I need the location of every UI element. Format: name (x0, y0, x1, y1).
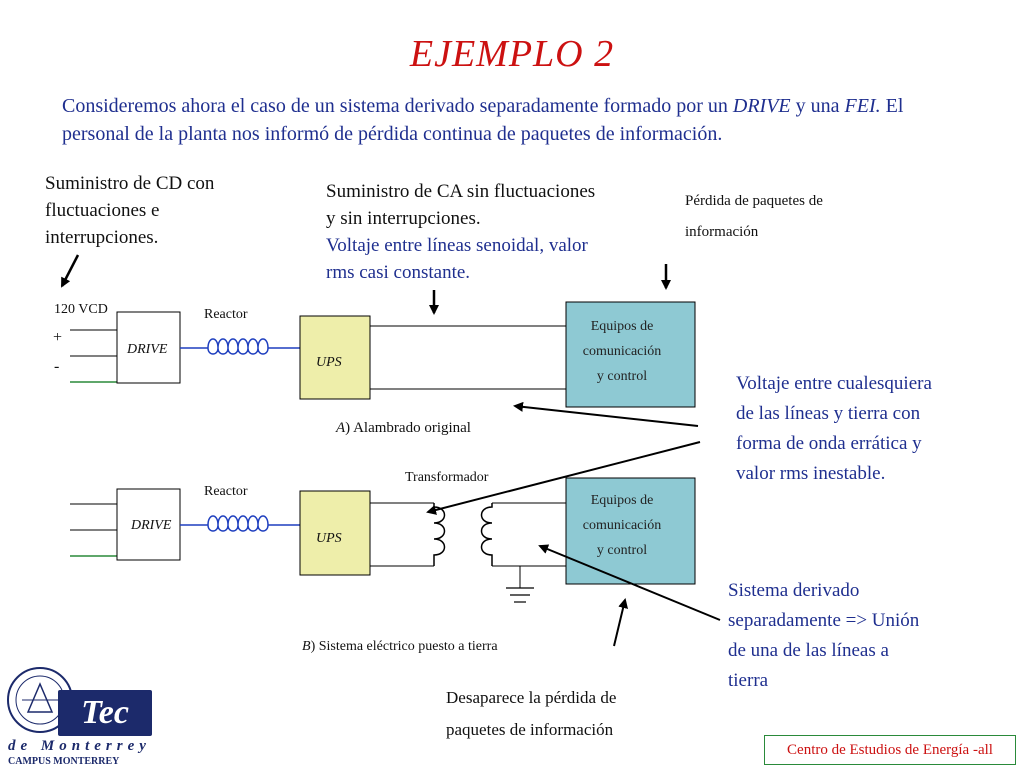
ups-label-b: UPS (316, 531, 342, 546)
note-ca-supply-line: y sin interrupciones. (326, 208, 481, 229)
transformer-label: Transformador (405, 470, 489, 485)
reactor-coil-b (207, 515, 269, 526)
equipment-label-line: Equipos de (590, 493, 654, 508)
reactor-coil-a (207, 338, 269, 349)
caption-a: A) Alambrado original (336, 420, 471, 437)
equipment-label-a: Equipos de comunicación y control (566, 314, 678, 389)
note-ca-supply: Suministro de CA sin fluctuaciones y sin… (326, 178, 666, 286)
reactor-label-a: Reactor (204, 307, 248, 322)
note-derived-system-line: separadamente => Unión (728, 610, 920, 631)
equipment-label-line: Equipos de (590, 319, 654, 334)
arrow-erratic-to-b (426, 441, 701, 515)
ups-label-a: UPS (316, 355, 342, 370)
equipment-box-a (565, 301, 696, 408)
note-erratic-voltage-line: forma de onda errática y (736, 433, 922, 454)
caption-b: B) Sistema eléctrico puesto a tierra (302, 639, 498, 655)
caption-a-text: ) Alambrado original (345, 420, 471, 436)
equipment-label-line: y control (596, 369, 648, 384)
intro-part-3: El personal de la planta nos informó de … (62, 95, 904, 145)
note-erratic-voltage-line: de las líneas y tierra con (736, 403, 921, 424)
drive-label-a: DRIVE (127, 342, 168, 357)
arrow-derived-system (538, 544, 721, 621)
equipment-label-line: y control (596, 543, 648, 558)
note-derived-system-line: Sistema derivado (728, 580, 860, 601)
caption-b-letter: B (302, 639, 311, 654)
transformer-secondary-coil (480, 503, 493, 566)
caption-b-text: ) Sistema eléctrico puesto a tierra (310, 639, 498, 654)
intro-drive: DRIVE (732, 95, 791, 117)
ups-box-a (299, 315, 371, 400)
note-cd-supply: Suministro de CD con fluctuaciones e int… (45, 170, 275, 251)
note-packet-loss-line: Pérdida de paquetes de (685, 193, 823, 209)
arrow-cd-supply (60, 254, 80, 288)
equipment-label-line: comunicación (582, 344, 662, 359)
note-derived-system: Sistema derivado separadamente => Unión … (728, 576, 998, 696)
footer-label: Centro de Estudios de Energía -all (764, 735, 1016, 765)
intro-part-2: y una (790, 95, 845, 117)
drive-label-b: DRIVE (131, 518, 172, 533)
note-erratic-voltage: Voltaje entre cualesquiera de las líneas… (736, 369, 1006, 489)
equipment-label-b: Equipos de comunicación y control (566, 488, 678, 563)
note-ca-supply-line: Suministro de CA sin fluctuaciones (326, 181, 596, 202)
voltage-label: 120 VCD (54, 302, 108, 317)
minus-label: - (54, 358, 60, 375)
reactor-label-b: Reactor (204, 484, 248, 499)
ups-box-b (299, 490, 371, 576)
plus-label: + (53, 329, 63, 346)
note-packet-loss-line: información (685, 224, 759, 240)
logo-tec: Tec (58, 690, 152, 736)
note-cd-supply-line: interrupciones. (45, 227, 159, 248)
drive-box-b (116, 488, 181, 561)
note-packet-loss: Pérdida de paquetes de información (685, 186, 885, 248)
transformer-primary-coil (433, 503, 446, 566)
arrow-packet-recovered (613, 598, 629, 647)
reactor-coil-b-lower (207, 524, 269, 532)
intro-fei: FEI. (844, 95, 881, 117)
note-cd-supply-line: Suministro de CD con (45, 173, 215, 194)
note-packet-recovered-line: Desaparece la pérdida de (446, 688, 617, 707)
diagram-b (70, 477, 696, 603)
note-erratic-voltage-line: valor rms inestable. (736, 463, 886, 484)
diagram-a (70, 301, 696, 408)
slide-title: EJEMPLO 2 (409, 33, 615, 75)
intro-paragraph: Consideremos ahora el caso de un sistema… (62, 92, 962, 148)
note-erratic-voltage-line: Voltaje entre cualesquiera (736, 373, 932, 394)
note-derived-system-line: de una de las líneas a (728, 640, 889, 661)
note-cd-supply-line: fluctuaciones e (45, 200, 160, 221)
arrow-erratic-to-a (513, 401, 699, 427)
note-ca-voltage-line: Voltaje entre líneas senoidal, valor (326, 235, 588, 256)
logo-campus: CAMPUS MONTERREY (8, 756, 120, 767)
arrows (60, 254, 721, 647)
intro-part-1: Consideremos ahora el caso de un sistema… (62, 95, 733, 117)
logo-de-monterrey: de Monterrey (8, 738, 151, 754)
drive-box-a (116, 311, 181, 384)
caption-a-letter: A (336, 420, 346, 436)
note-packet-recovered-line: paquetes de información (446, 720, 614, 739)
note-derived-system-line: tierra (728, 670, 769, 691)
equipment-label-line: comunicación (582, 518, 662, 533)
note-packet-recovered: Desaparece la pérdida de paquetes de inf… (446, 682, 706, 746)
reactor-coil-a-lower (207, 347, 269, 355)
note-ca-voltage-line: rms casi constante. (326, 262, 471, 283)
